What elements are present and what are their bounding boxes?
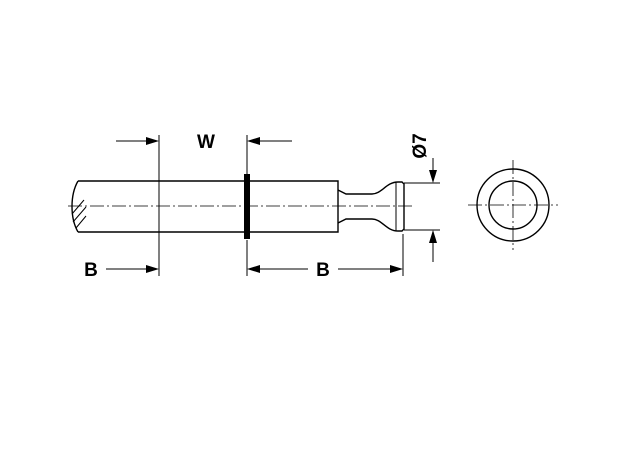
shaft-break-line — [71, 180, 79, 233]
dimension-w: W — [116, 132, 292, 276]
w-dimension-label: W — [197, 132, 215, 153]
b-left-arrow — [146, 265, 159, 273]
flange-collar — [244, 174, 250, 239]
b-right-arrow-right — [390, 265, 403, 273]
w-arrow-left — [146, 137, 159, 145]
w-arrow-right — [247, 137, 260, 145]
dia-arrow-bottom — [429, 230, 437, 243]
b-right-arrow-left — [247, 265, 260, 273]
bolt-neck — [337, 181, 405, 232]
b-right-label: B — [316, 260, 330, 281]
dia-arrow-top — [429, 170, 437, 183]
bolt-end-view — [468, 160, 558, 250]
dimension-b-right: B — [246, 234, 404, 281]
shaft-right-body — [250, 180, 339, 233]
dia-label: Ø7 — [410, 133, 431, 158]
shaft-break-hatch — [71, 199, 87, 229]
dimension-diameter: Ø7 — [404, 133, 440, 262]
b-left-label: B — [84, 260, 98, 281]
dimension-b-left: B — [84, 260, 159, 281]
bolt-side-view — [68, 174, 414, 239]
shaft-left-body — [78, 180, 245, 233]
